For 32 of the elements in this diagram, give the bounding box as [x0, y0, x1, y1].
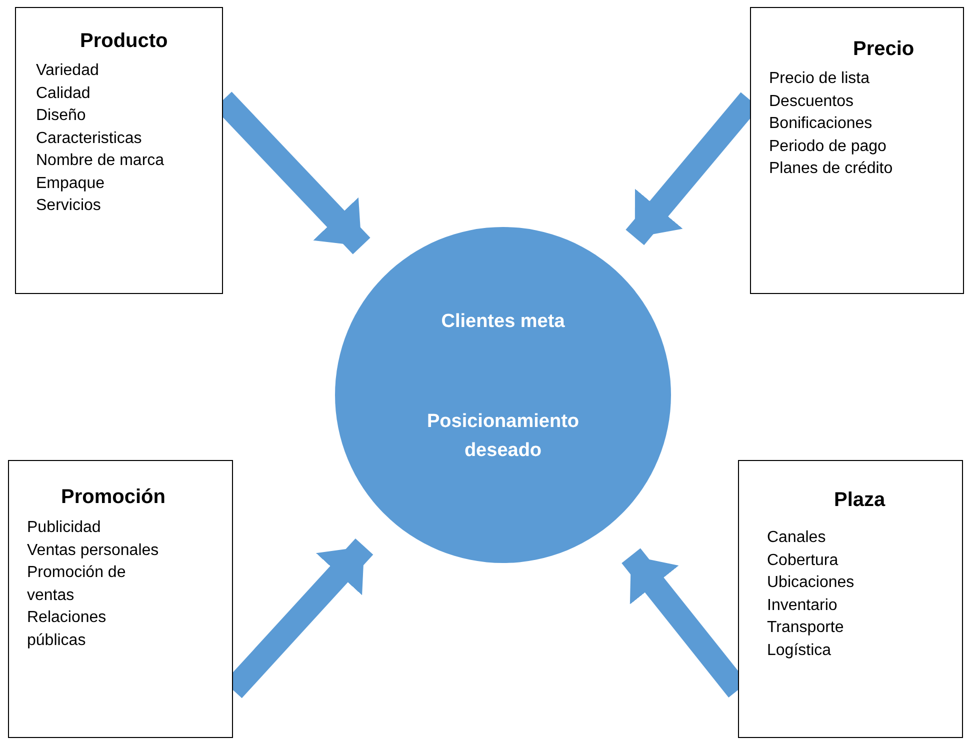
list-item: Transporte — [767, 618, 845, 638]
list-item: Planes de crédito — [769, 159, 894, 179]
list-item: Relaciones públicas — [27, 608, 108, 650]
list-item: Publicidad — [27, 518, 102, 538]
box-heading: Precio — [853, 38, 914, 61]
box-heading: Plaza — [834, 489, 886, 512]
circle-text: Posicionamiento deseado — [426, 411, 580, 461]
list-item: Caracteristicas — [36, 128, 143, 148]
box-heading: Producto — [80, 30, 168, 53]
list-item: Servicios — [36, 196, 102, 216]
list-item: Descuentos — [769, 92, 854, 112]
list-item: Ubicaciones — [767, 573, 856, 593]
category-box — [750, 7, 964, 294]
list-item: Inventario — [767, 596, 838, 616]
list-item: Cobertura — [767, 550, 840, 570]
list-item: Ventas personales — [27, 540, 160, 560]
box-heading: Promoción — [61, 486, 166, 509]
list-item: Empaque — [36, 174, 106, 194]
list-item: Logística — [767, 640, 832, 660]
list-item: Periodo de pago — [769, 136, 888, 156]
list-item: Diseño — [36, 106, 87, 126]
circle-heading: Clientes meta — [441, 311, 565, 332]
category-box — [8, 460, 233, 738]
list-item: Canales — [767, 528, 827, 548]
list-item: Variedad — [36, 61, 100, 81]
list-item: Nombre de marca — [36, 151, 166, 171]
list-item: Bonificaciones — [769, 114, 874, 134]
category-box — [738, 460, 963, 738]
category-box — [15, 7, 223, 294]
list-item: Precio de lista — [769, 69, 870, 89]
list-item: Calidad — [36, 84, 92, 104]
list-item: Promoción de ventas — [27, 563, 127, 606]
